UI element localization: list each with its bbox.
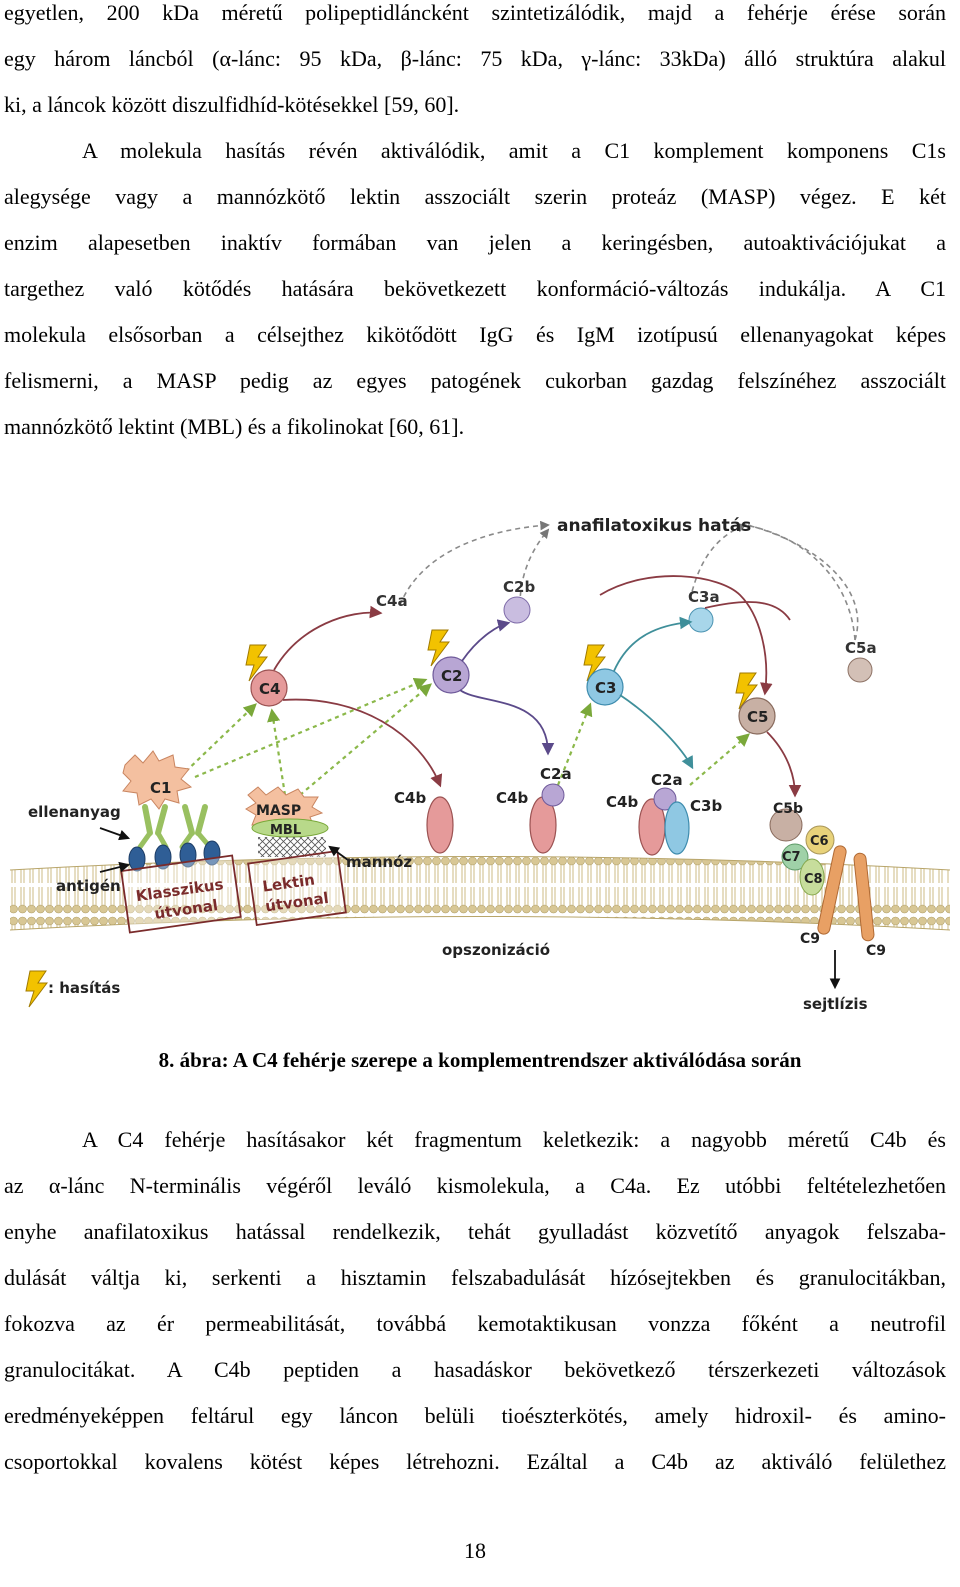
svg-text:C2a: C2a xyxy=(540,765,572,783)
text-line: egyetlen, 200 kDa méretű polipeptidlánck… xyxy=(4,0,946,25)
anaphylatoxic-label: anafilatoxikus hatás xyxy=(557,516,751,536)
text-line: az α-lánc N-terminális végéről leváló ki… xyxy=(4,1173,946,1198)
text-line: molekula elsősorban a célsejthez kikötőd… xyxy=(4,322,946,347)
lightning-icon xyxy=(245,644,268,682)
classical-pathway-box: Klasszikus útvonal xyxy=(120,854,242,934)
fragment-c4a: C4a xyxy=(376,592,408,610)
text-line: enyhe anafilatoxikus hatással rendelkezi… xyxy=(4,1219,946,1244)
cleavage-legend-label: : hasítás xyxy=(48,979,120,997)
text-line: fokozva az ér permeabilitását, továbbá k… xyxy=(4,1311,946,1336)
svg-text:C6: C6 xyxy=(810,834,829,849)
c1-complex: C1 xyxy=(122,750,221,872)
lysis-label: sejtlízis xyxy=(803,995,868,1013)
membrane-attack-complex: C5b C6 C7 C8 C9 C9 xyxy=(769,801,886,990)
text-line: A C4 fehérje hasításakor két fragmentum … xyxy=(82,1127,946,1152)
bound-c4b2a: C4b C2a xyxy=(496,765,572,854)
text-line: enzim alapesetben inaktív formában van j… xyxy=(4,230,946,255)
svg-text:C2a: C2a xyxy=(651,771,683,789)
svg-text:C3b: C3b xyxy=(690,797,722,815)
svg-text:C2: C2 xyxy=(441,667,462,685)
paragraph-2: A C4 fehérje hasításakor két fragmentum … xyxy=(4,1117,946,1485)
text-line: ki, a láncok között diszulfidhíd-kötések… xyxy=(4,92,460,117)
page-number: 18 xyxy=(464,1538,486,1563)
svg-text:C9: C9 xyxy=(866,943,886,959)
bound-c4b2a3b: C4b C2a C3b xyxy=(606,771,722,856)
paragraph-1: egyetlen, 200 kDa méretű polipeptidlánck… xyxy=(4,0,946,450)
antigen-label: antigén xyxy=(56,877,121,895)
component-c3: C3 xyxy=(586,668,624,706)
text-line: felismerni, a MASP pedig az egyes patogé… xyxy=(4,368,946,393)
svg-text:MASP: MASP xyxy=(256,803,301,819)
antibody-label: ellenanyag xyxy=(28,803,121,821)
lightning-icon xyxy=(583,644,606,682)
fragment-c2b: C2b xyxy=(503,578,535,624)
lectin-pathway-box: Lektin útvonal xyxy=(247,850,347,926)
bound-c4b-1: C4b xyxy=(394,789,454,854)
svg-text:C5: C5 xyxy=(747,708,768,726)
lightning-icon xyxy=(735,672,758,710)
component-c4: C4 xyxy=(250,669,288,707)
svg-text:C3: C3 xyxy=(595,679,616,697)
text-line: eredményeképpen feltárul egy láncon belü… xyxy=(4,1403,946,1428)
component-c2: C2 xyxy=(432,656,470,694)
svg-text:MBL: MBL xyxy=(270,823,301,838)
text-line: egy három láncból (α-lánc: 95 kDa, β-lán… xyxy=(4,46,946,71)
text-line: csoportokkal kovalens kötést képes létre… xyxy=(4,1449,946,1474)
svg-text:C7: C7 xyxy=(782,850,801,865)
text-line: targethez való kötődés hatására bekövetk… xyxy=(4,276,946,301)
component-c5: C5 xyxy=(738,697,776,735)
masp-mbl-complex: MASP MBL xyxy=(245,786,329,857)
text-line: dulását váltja ki, serkenti a hisztamin … xyxy=(4,1265,946,1290)
svg-text:C1: C1 xyxy=(150,779,171,797)
svg-text:C4b: C4b xyxy=(606,793,638,811)
svg-text:C4b: C4b xyxy=(496,789,528,807)
lightning-icon xyxy=(427,629,450,667)
svg-text:C2b: C2b xyxy=(503,578,535,596)
figure-caption: 8. ábra: A C4 fehérje szerepe a kompleme… xyxy=(158,1048,802,1072)
opsonization-label: opszonizáció xyxy=(442,941,550,959)
lightning-icon xyxy=(25,970,48,1008)
fragment-c5a: C5a xyxy=(845,639,877,683)
complement-diagram: anafilatoxikus hatás C4a C2b C3a C5a C4 … xyxy=(9,516,951,1013)
text-line: mannózkötő lektint (MBL) és a fikolinoka… xyxy=(4,414,465,439)
svg-text:C4b: C4b xyxy=(394,789,426,807)
fragment-c3a: C3a xyxy=(688,588,720,633)
svg-text:C8: C8 xyxy=(804,872,823,887)
text-line: A molekula hasítás révén aktiválódik, am… xyxy=(82,138,946,163)
svg-text:C4: C4 xyxy=(259,680,280,698)
svg-text:C4a: C4a xyxy=(376,592,408,610)
mannose-label: mannóz xyxy=(346,853,412,871)
svg-text:C3a: C3a xyxy=(688,588,720,606)
svg-text:C5b: C5b xyxy=(773,801,803,817)
text-line: granulocitákat. A C4b peptiden a hasadás… xyxy=(4,1357,946,1382)
text-line: alegysége vagy a mannózkötő lektin asszo… xyxy=(4,184,946,209)
lightning-icons xyxy=(25,629,758,1008)
anaphylatoxic-arrows xyxy=(399,520,859,641)
svg-text:C9: C9 xyxy=(800,931,820,947)
svg-text:C5a: C5a xyxy=(845,639,877,657)
